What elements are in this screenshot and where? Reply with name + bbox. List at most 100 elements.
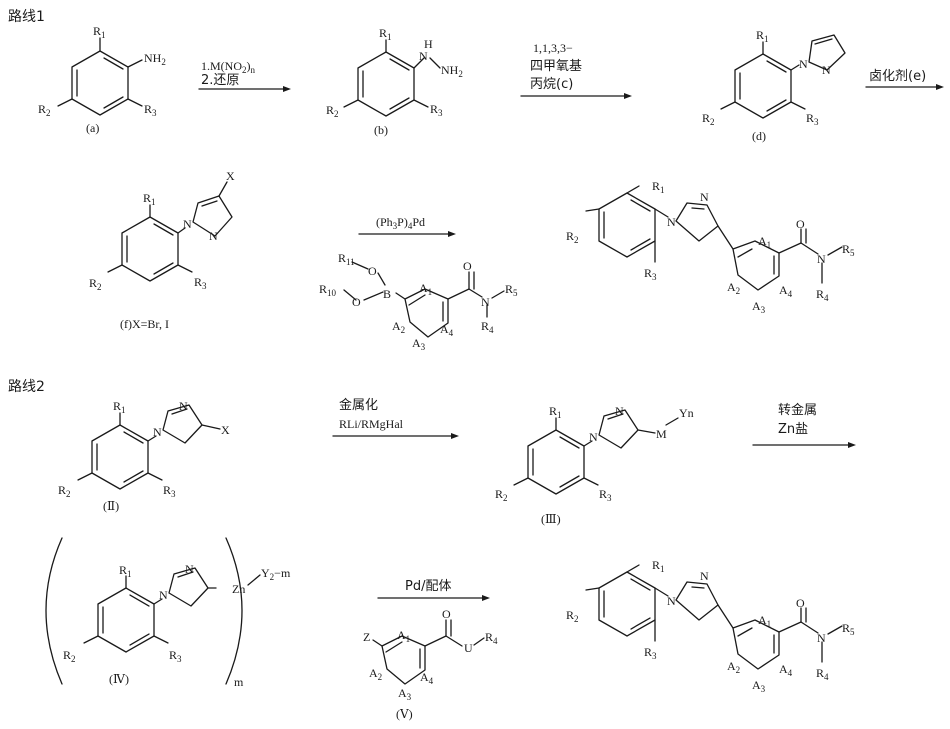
svg-text:2.还原: 2.还原 <box>201 73 239 88</box>
compound-f: X N N R1 R3 R2 (f)X=Br, I <box>89 169 235 331</box>
label-d: (d) <box>752 129 766 143</box>
svg-text:R1: R1 <box>113 399 126 415</box>
product-route1: R1 R2 R3 N N A1 A2 A4 A3 O N R5 R4 <box>566 179 855 315</box>
svg-text:R3: R3 <box>430 102 443 118</box>
arrow-route2-step2: 转金属 Zn盐 <box>752 402 856 448</box>
product-route2: R1 R2 R3 N N A1 A2 A4 A3 O N R5 R4 <box>566 558 855 694</box>
svg-text:R3: R3 <box>644 645 657 661</box>
svg-text:N: N <box>589 430 598 444</box>
label-f: (f)X=Br, I <box>120 317 169 331</box>
svg-text:1.M(NO2)n: 1.M(NO2)n <box>201 59 256 75</box>
svg-text:A4: A4 <box>420 670 434 686</box>
svg-text:N: N <box>700 569 709 583</box>
svg-text:Zn盐: Zn盐 <box>778 422 808 437</box>
svg-text:R1: R1 <box>119 563 132 579</box>
svg-text:N: N <box>822 63 831 77</box>
svg-text:A4: A4 <box>440 322 454 338</box>
svg-text:A3: A3 <box>398 686 412 702</box>
svg-text:N: N <box>183 217 192 231</box>
svg-text:R2: R2 <box>89 276 102 292</box>
svg-text:Y2−m: Y2−m <box>261 566 291 582</box>
svg-text:N: N <box>667 594 676 608</box>
compound-III: M Yn N N R1 R3 R2 (Ⅲ) <box>495 404 694 526</box>
svg-text:X: X <box>221 423 230 437</box>
svg-text:O: O <box>796 596 805 610</box>
label-b: (b) <box>374 123 388 137</box>
svg-text:X: X <box>226 169 235 183</box>
svg-text:R3: R3 <box>806 111 819 127</box>
compound-V: Z A1 A2 A4 A3 O U R4 (Ⅴ) <box>363 607 498 721</box>
svg-text:N: N <box>799 57 808 71</box>
arrow-step2: 1,1,3,3− 四甲氧基 丙烷(c) <box>520 41 632 99</box>
svg-text:R3: R3 <box>644 266 657 282</box>
svg-text:NH2: NH2 <box>441 63 463 79</box>
svg-text:R1: R1 <box>756 28 769 44</box>
svg-text:A4: A4 <box>779 283 793 299</box>
svg-text:R2: R2 <box>566 608 579 624</box>
svg-text:R5: R5 <box>842 242 855 258</box>
svg-text:A2: A2 <box>369 666 382 682</box>
svg-text:R2: R2 <box>58 483 71 499</box>
svg-text:R3: R3 <box>163 483 176 499</box>
svg-text:O: O <box>463 259 472 273</box>
svg-text:R11: R11 <box>338 251 355 267</box>
route1-title: 路线1 <box>8 9 45 25</box>
svg-text:Yn: Yn <box>679 406 694 420</box>
compound-d: N N R1 R3 R2 (d) <box>702 28 846 143</box>
svg-text:M: M <box>656 427 667 441</box>
svg-text:N: N <box>419 49 428 63</box>
svg-text:R3: R3 <box>144 102 157 118</box>
svg-text:N: N <box>481 295 490 309</box>
svg-text:A1: A1 <box>758 234 771 250</box>
svg-text:丙烷(c): 丙烷(c) <box>530 77 573 92</box>
label-II: (Ⅱ) <box>103 499 119 513</box>
svg-text:R4: R4 <box>481 319 494 335</box>
svg-text:R1: R1 <box>652 179 665 195</box>
svg-text:R1: R1 <box>379 26 392 42</box>
svg-text:A1: A1 <box>397 628 410 644</box>
svg-text:N: N <box>817 252 826 266</box>
svg-text:N: N <box>185 562 194 576</box>
svg-text:R2: R2 <box>702 111 715 127</box>
svg-text:R3: R3 <box>169 648 182 664</box>
label-IV: (Ⅳ) <box>109 672 129 686</box>
svg-text:Zn: Zn <box>232 582 245 596</box>
svg-text:R2: R2 <box>566 229 579 245</box>
compound-b: R1 H N NH2 R3 R2 (b) <box>326 26 463 137</box>
svg-text:N: N <box>667 215 676 229</box>
svg-text:N: N <box>615 404 624 418</box>
svg-text:R1: R1 <box>652 558 665 574</box>
svg-text:N: N <box>700 190 709 204</box>
svg-text:A1: A1 <box>758 613 771 629</box>
svg-text:A3: A3 <box>412 336 426 352</box>
label-a: (a) <box>86 121 99 135</box>
svg-text:R1: R1 <box>549 404 562 420</box>
svg-text:R3: R3 <box>599 487 612 503</box>
arrow-step3: 卤化剂(e) <box>865 68 944 90</box>
svg-text:A2: A2 <box>727 659 740 675</box>
svg-text:m: m <box>234 675 244 689</box>
svg-text:N: N <box>153 425 162 439</box>
svg-text:金属化: 金属化 <box>339 397 378 413</box>
arrow-route2-step1: 金属化 RLi/RMgHal <box>332 397 459 439</box>
svg-text:O: O <box>796 217 805 231</box>
svg-text:1,1,3,3−: 1,1,3,3− <box>533 41 573 55</box>
svg-text:U: U <box>464 641 473 655</box>
svg-text:Z: Z <box>363 630 370 644</box>
svg-text:R4: R4 <box>485 630 498 646</box>
svg-text:R2: R2 <box>38 102 51 118</box>
svg-text:转金属: 转金属 <box>778 402 817 418</box>
arrow-step1: 1.M(NO2)n 2.还原 <box>198 59 291 92</box>
svg-text:R2: R2 <box>495 487 508 503</box>
svg-text:R5: R5 <box>842 621 855 637</box>
svg-text:A3: A3 <box>752 299 766 315</box>
svg-text:A2: A2 <box>727 280 740 296</box>
svg-text:N: N <box>179 399 188 413</box>
svg-text:四甲氧基: 四甲氧基 <box>530 59 582 74</box>
compound-IV: N N R1 R3 R2 Zn Y2−m m (Ⅳ) <box>45 537 291 689</box>
compound-a: R1 NH2 R3 R2 (a) <box>38 24 166 135</box>
boronate-reagent: R11 O B R10 O A1 A2 A4 A3 O N R5 R4 <box>319 251 518 352</box>
svg-text:R1: R1 <box>93 24 106 40</box>
svg-text:A1: A1 <box>419 281 432 297</box>
